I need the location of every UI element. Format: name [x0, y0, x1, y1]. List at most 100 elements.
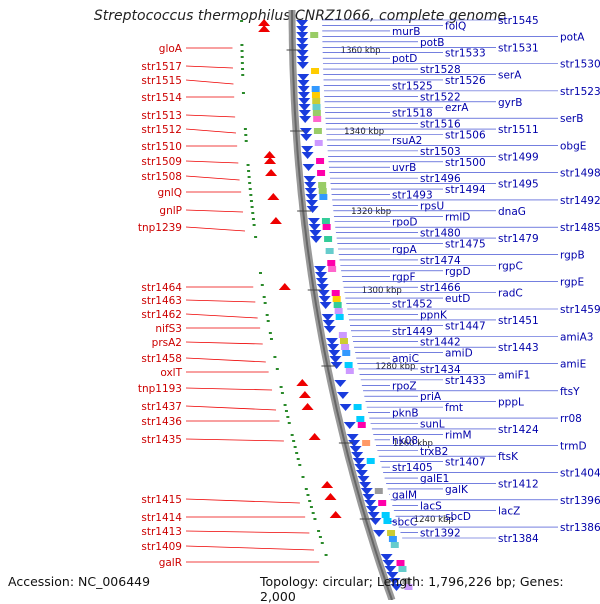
- gene-block: [335, 314, 344, 320]
- right-gene-label: lacS: [420, 500, 442, 512]
- gene-arrow-reverse: [308, 433, 321, 440]
- right-gene-label: str1531: [498, 42, 539, 54]
- gene-arrow-forward: [297, 74, 310, 81]
- gene-arrow-reverse: [258, 19, 271, 26]
- right-gene-label: rpoD: [392, 217, 418, 229]
- gene-tick: [287, 422, 291, 424]
- right-gene-label: ftsY: [560, 386, 580, 398]
- right-gene-label: str1443: [498, 342, 539, 354]
- gene-tick: [265, 314, 269, 316]
- left-gene-label: str1414: [141, 512, 182, 524]
- right-gene-label: dnaG: [498, 206, 526, 218]
- right-gene-label: rgpD: [445, 266, 471, 278]
- gene-arrow-reverse: [265, 169, 278, 176]
- gene-tick: [292, 440, 296, 442]
- gene-tick: [284, 410, 288, 412]
- right-gene-label: str1530: [560, 59, 600, 71]
- gene-arrow-forward: [296, 44, 309, 51]
- left-leader-line: [185, 498, 300, 504]
- right-gene-label: str1492: [560, 195, 600, 207]
- right-gene-label: rgpC: [498, 260, 523, 272]
- gene-block: [362, 440, 371, 446]
- kbp-label: 1240 kbp: [414, 515, 454, 525]
- gene-arrow-forward: [343, 422, 356, 429]
- left-gene-label: str1512: [141, 124, 182, 136]
- gene-block: [331, 290, 340, 296]
- gene-arrow-forward: [351, 452, 364, 459]
- right-gene-label: str1405: [392, 462, 433, 474]
- right-gene-label: rgpA: [392, 244, 417, 256]
- gene-arrow-forward: [339, 404, 352, 411]
- right-gene-label: str1494: [445, 184, 486, 196]
- right-gene-label: rsuA2: [392, 135, 422, 147]
- right-gene-label: amiE: [560, 359, 586, 371]
- gene-tick: [258, 272, 262, 274]
- gene-tick: [273, 356, 277, 358]
- left-leader-line: [185, 114, 236, 118]
- gene-block: [321, 218, 330, 224]
- gene-tick: [263, 302, 267, 304]
- right-gene-label: str1459: [560, 304, 600, 316]
- gene-arrow-forward: [323, 326, 336, 333]
- gene-arrow-forward: [373, 530, 386, 537]
- gene-tick: [254, 236, 258, 238]
- right-gene-label: obgE: [560, 140, 586, 152]
- gene-block: [327, 260, 336, 266]
- right-gene-label: str1503: [420, 146, 461, 158]
- gene-arrow-reverse: [264, 157, 277, 164]
- gene-tick: [295, 452, 299, 454]
- gene-arrow-forward: [390, 584, 403, 591]
- right-gene-label: str1451: [498, 315, 539, 327]
- right-gene-label: trxB2: [420, 446, 448, 458]
- gene-arrow-forward: [301, 146, 314, 153]
- gene-tick: [240, 44, 244, 46]
- right-gene-label: str1404: [560, 468, 600, 480]
- right-gene-label: serA: [498, 70, 522, 82]
- gene-tracks: [240, 19, 413, 591]
- gene-block: [357, 422, 366, 428]
- gene-arrow-reverse: [321, 481, 334, 488]
- gene-arrow-forward: [314, 266, 327, 273]
- right-gene-label: galE1: [420, 473, 449, 485]
- right-gene-label: str1500: [445, 157, 486, 169]
- right-gene-label: str1475: [445, 239, 486, 251]
- right-gene-label: ezrA: [445, 102, 469, 114]
- gene-arrow-forward: [359, 482, 372, 489]
- gene-arrow-reverse: [329, 511, 342, 518]
- gene-tick: [250, 206, 254, 208]
- right-gene-label: str1449: [392, 326, 433, 338]
- right-gene-label: str1392: [420, 528, 461, 540]
- gene-arrow-reverse: [278, 283, 291, 290]
- right-gene-label: amiA3: [560, 331, 593, 343]
- gene-arrow-forward: [355, 470, 368, 477]
- gene-block: [404, 584, 413, 590]
- right-gene-label: str1545: [498, 15, 539, 27]
- gene-arrow-forward: [296, 62, 309, 69]
- gene-arrow-forward: [297, 92, 310, 99]
- right-gene-label: str1493: [392, 189, 433, 201]
- kbp-label: 1260 kbp: [393, 439, 433, 449]
- gene-tick: [248, 188, 252, 190]
- gene-block: [310, 32, 319, 38]
- gene-arrow-forward: [296, 26, 309, 33]
- gene-arrow-forward: [310, 236, 323, 243]
- right-gene-label: amiD: [445, 348, 473, 360]
- gene-tick: [241, 68, 245, 70]
- accession-text: Accession: NC_006449: [8, 574, 151, 589]
- gene-block: [312, 110, 321, 116]
- right-gene-label: sbcC: [392, 517, 417, 529]
- left-gene-label: galR: [159, 557, 182, 569]
- right-gene-label: pppL: [498, 397, 524, 409]
- gene-arrow-forward: [296, 50, 309, 57]
- left-leader-line: [185, 226, 246, 232]
- left-gene-label: tnp1193: [138, 383, 182, 395]
- gene-arrow-forward: [298, 104, 311, 111]
- right-gene-label: fmt: [445, 402, 463, 414]
- gene-arrow-forward: [316, 284, 329, 291]
- left-gene-label: gnlQ: [157, 187, 182, 199]
- right-gene-label: amiF1: [498, 369, 530, 381]
- gene-tick: [293, 446, 297, 448]
- kbp-label: 1320 kbp: [351, 207, 391, 217]
- gene-block: [383, 518, 392, 524]
